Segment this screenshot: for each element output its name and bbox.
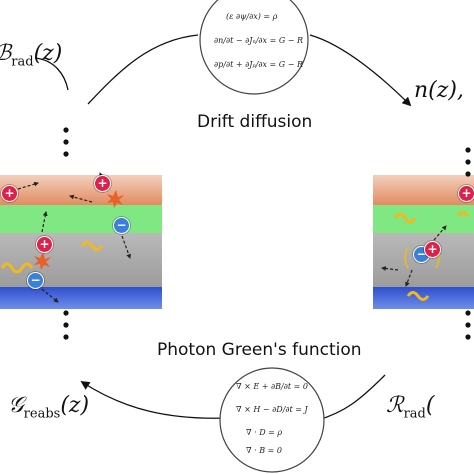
left-dashed-trajectory-3 (69, 194, 93, 203)
hole-particle: + (458, 185, 474, 202)
drift-diffusion-eq-2: ∂n/∂t − ∂Jₙ/∂x = G − R (214, 36, 304, 45)
b-rad-label: ℬrad(z) (0, 41, 62, 69)
right-photon-wave-1 (393, 212, 417, 224)
ellipsis-dots (63, 127, 471, 340)
electron-particle: − (113, 217, 130, 234)
g-reabs-argument: (z) (60, 393, 90, 418)
left-device-stack (0, 175, 162, 309)
right-top-contact-layer (373, 175, 474, 205)
b-rad-symbol: ℬ (0, 41, 11, 66)
left-dashed-trajectory-4 (121, 235, 131, 259)
top-right-curve-arrow (309, 34, 412, 107)
left-top-contact-layer (0, 175, 162, 205)
right-dashed-trajectory-1 (381, 266, 399, 271)
left-dashed-trajectory-5 (37, 285, 59, 303)
left-recombination-burst-1 (107, 190, 124, 208)
top-left-entry-curve (34, 57, 69, 91)
left-photon-wave-1 (0, 262, 34, 274)
b-rad-subscript: rad (11, 54, 34, 70)
n-z-label: n(z), (414, 78, 464, 103)
g-reabs-label: 𝒢reabs(z) (8, 393, 89, 421)
maxwell-equation-circle (219, 367, 325, 473)
hole-particle: + (94, 175, 111, 192)
hole-particle: + (424, 241, 441, 258)
r-rad-subscript: rad (403, 406, 426, 422)
bottom-right-curve-arrow (317, 374, 386, 421)
hole-particle: + (36, 236, 53, 253)
g-reabs-subscript: reabs (23, 406, 61, 422)
right-photon-wave-3 (406, 291, 430, 301)
drift-diffusion-eq-3: ∂p/∂t + ∂Jₚ/∂x = G − R (214, 60, 303, 69)
r-rad-argument: ( (425, 393, 435, 418)
r-rad-label: ℛrad( (386, 393, 434, 421)
maxwell-eq-4: ∇ · B = 0 (246, 446, 282, 455)
right-dashed-trajectory-2 (405, 269, 413, 287)
maxwell-eq-3: ∇ · D = ρ (246, 428, 283, 437)
maxwell-eq-2: ∇ × H − ∂D/∂t = J (236, 405, 308, 414)
hole-particle: + (1, 185, 18, 202)
left-photon-wave-2 (80, 241, 104, 251)
right-active-layer (373, 205, 474, 233)
g-reabs-symbol: 𝒢 (8, 393, 24, 418)
top-left-curve-arrow (87, 34, 199, 105)
drift-diffusion-equation-circle (199, 0, 309, 95)
maxwell-eq-1: ∇ × E + ∂B/∂t = 0 (236, 382, 308, 391)
right-emission-arc-1 (404, 247, 409, 269)
b-rad-argument: (z) (33, 41, 63, 66)
electron-particle: − (27, 272, 44, 289)
left-dashed-trajectory-2 (41, 211, 48, 233)
drift-diffusion-caption: Drift diffusion (197, 112, 313, 132)
left-gray-layer (0, 233, 162, 287)
photon-greens-function-caption: Photon Green's function (157, 340, 362, 360)
right-photon-wave-2 (456, 211, 470, 217)
right-particles (381, 211, 470, 301)
drift-diffusion-eq-1: (ε ∂ψ/∂x) = ρ (226, 12, 278, 21)
bottom-left-curve-arrow (80, 381, 229, 419)
left-dashed-trajectory-1 (17, 181, 39, 190)
left-active-layer (0, 205, 162, 233)
r-rad-symbol: ℛ (386, 393, 404, 418)
left-particles (0, 172, 131, 303)
left-bottom-contact-layer (0, 287, 162, 309)
left-recombination-burst-2 (34, 252, 51, 270)
right-dashed-trajectory-3 (433, 225, 447, 241)
